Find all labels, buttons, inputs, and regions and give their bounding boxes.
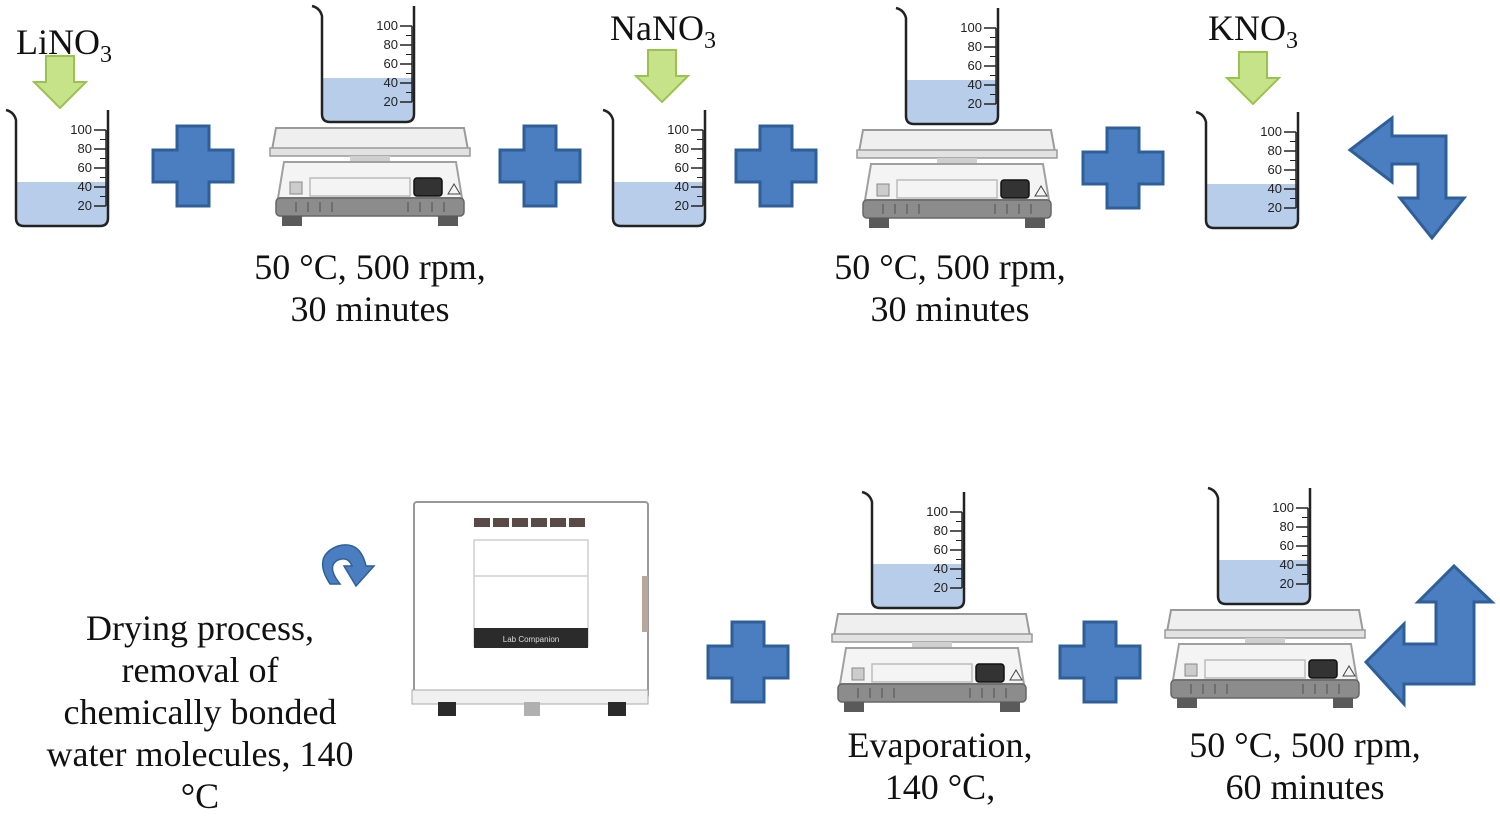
beaker-scale-label: 80	[1268, 143, 1282, 158]
beaker-stirred-1: 100 80 60 40 20	[311, 4, 416, 124]
beaker-lino3: 100 80 60 40 20	[5, 108, 110, 228]
beaker-scale-label: 80	[78, 141, 92, 156]
stir-step-3-caption: 50 °C, 500 rpm,60 minutes	[1189, 725, 1421, 807]
hotplate-stirrer-1	[269, 127, 471, 227]
beaker-scale-label: 80	[1280, 519, 1294, 534]
beaker-scale-label: 80	[968, 39, 982, 54]
beaker-scale-label: 20	[934, 580, 948, 595]
beaker-scale-label: 100	[926, 504, 948, 519]
beaker-scale-label: 20	[78, 198, 92, 213]
beaker-scale-label: 40	[968, 77, 982, 92]
curved-arrow-drying	[321, 544, 376, 588]
stir-step-2-caption: 50 °C, 500 rpm,30 minutes	[834, 247, 1066, 329]
beaker-scale-label: 80	[384, 37, 398, 52]
beaker-scale-label: 20	[384, 94, 398, 109]
beaker-scale-label: 20	[1280, 576, 1294, 591]
beaker-scale-label: 100	[70, 122, 92, 137]
beaker-scale-label: 100	[1272, 500, 1294, 515]
beaker-scale-label: 100	[1260, 124, 1282, 139]
plus-sign-6	[1058, 620, 1142, 704]
beaker-scale-label: 60	[968, 58, 982, 73]
plus-sign-3	[734, 124, 818, 208]
beaker-scale-label: 100	[667, 122, 689, 137]
chemical-label-nano3: NaNO3	[610, 8, 716, 54]
beaker-scale-label: 40	[934, 561, 948, 576]
beaker-scale-label: 20	[1268, 200, 1282, 215]
hotplate-stirrer-3	[1164, 609, 1366, 709]
beaker-scale-label: 80	[934, 523, 948, 538]
beaker-scale-label: 20	[675, 198, 689, 213]
beaker-nano3: 100 80 60 40 20	[602, 108, 707, 228]
flow-arrow-turn-left	[1363, 563, 1496, 708]
beaker-scale-label: 80	[675, 141, 689, 156]
beaker-scale-label: 40	[384, 75, 398, 90]
evaporation-caption: Evaporation,140 °C,	[847, 725, 1033, 807]
oven-brand-label: Lab Companion	[503, 635, 559, 644]
plus-sign-1	[151, 124, 235, 208]
equipment-layer: Lab Companion	[269, 127, 1366, 716]
beaker-stirred-2: 100 80 60 40 20	[895, 6, 1000, 126]
flow-arrow-turn-down	[1347, 114, 1468, 241]
beaker-scale-label: 60	[78, 160, 92, 175]
hotplate-evaporation	[831, 613, 1033, 713]
arrows-layer	[33, 49, 1496, 708]
beaker-scale-label: 60	[384, 56, 398, 71]
beaker-scale-label: 60	[675, 160, 689, 175]
beaker-scale-label: 40	[1280, 557, 1294, 572]
stir-step-1-caption: 50 °C, 500 rpm,30 minutes	[254, 247, 486, 329]
chemical-label-lino3: LiNO3	[16, 22, 112, 68]
beaker-scale-label: 100	[376, 18, 398, 33]
drying-oven: Lab Companion	[411, 501, 649, 716]
beaker-evaporation: 100 80 60 40 20	[861, 490, 966, 610]
hotplate-stirrer-2	[856, 129, 1058, 229]
beaker-scale-label: 60	[934, 542, 948, 557]
beaker-scale-label: 40	[78, 179, 92, 194]
beakers-layer: 100 80 60 40 20 100 80 60 40 20 100 80 60 40 20 100 80 60…	[5, 4, 1312, 610]
beaker-scale-label: 60	[1280, 538, 1294, 553]
beaker-scale-label: 100	[960, 20, 982, 35]
beaker-scale-label: 60	[1268, 162, 1282, 177]
beaker-scale-label: 40	[675, 179, 689, 194]
plus-sign-5	[706, 620, 790, 704]
chemical-label-kno3: KNO3	[1208, 8, 1298, 54]
beaker-scale-label: 20	[968, 96, 982, 111]
beaker-kno3: 100 80 60 40 20	[1195, 110, 1300, 230]
beaker-stirred-3: 100 80 60 40 20	[1207, 486, 1312, 606]
beaker-scale-label: 40	[1268, 181, 1282, 196]
plus-sign-4	[1081, 126, 1165, 210]
plus-sign-2	[498, 124, 582, 208]
